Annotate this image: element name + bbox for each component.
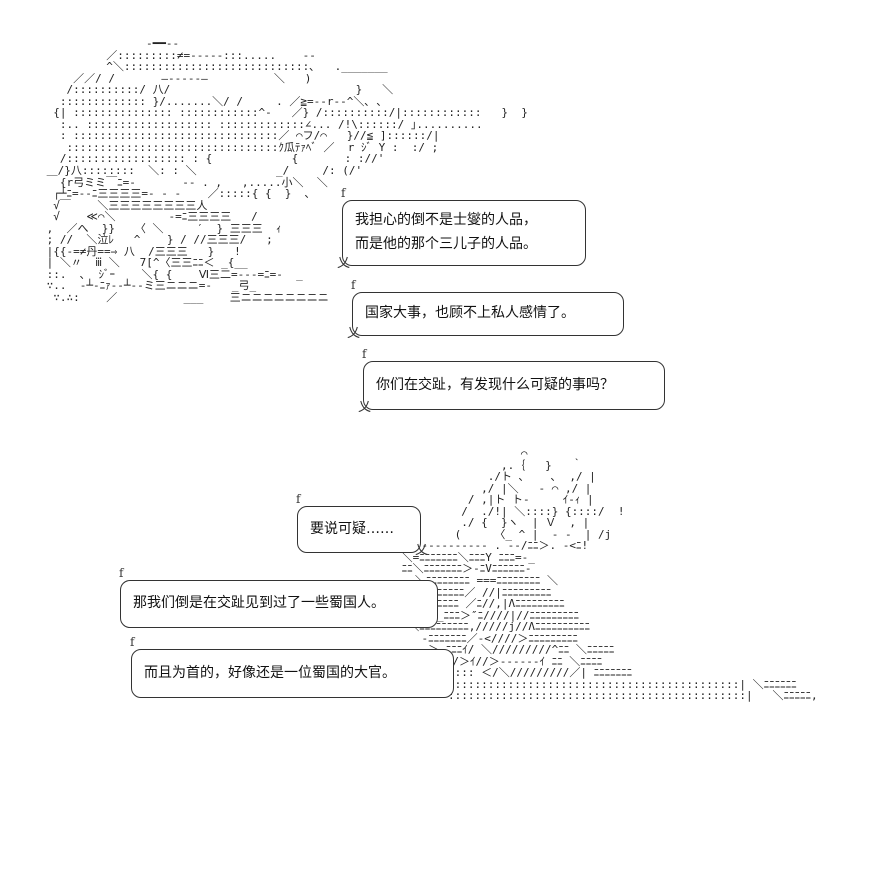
bubble-line: 要说可疑…… — [310, 520, 394, 537]
bubble-line: 而且为首的，好像还是一位蜀国的大官。 — [144, 664, 396, 681]
bubble-tail-mark: 乂 — [358, 399, 372, 415]
bubble-line: 你们在交趾，有发现什么可疑的事吗？ — [376, 376, 614, 393]
bubble-corner-mark: f — [362, 347, 367, 361]
ascii-art-robed-figure: ⌒ ,.｛ } ｀ ./ト ､ ､ ,/ | ,/ |＼ ‐ ⌒ ,/ | / … — [401, 447, 818, 703]
bubble-line: 国家大事，也顾不上私人感情了。 — [365, 305, 575, 322]
speech-bubble-5: f 那我们倒是在交趾见到过了一些蜀国人。 — [119, 566, 438, 628]
speech-bubble-2: f 国家大事，也顾不上私人感情了。 乂 — [347, 278, 624, 341]
bubble-line: 而是他的那个三儿子的人品。 — [355, 236, 537, 252]
bubble-corner-mark: f — [130, 635, 135, 649]
speech-bubble-3: f 你们在交趾，有发现什么可疑的事吗？ 乂 — [358, 347, 665, 415]
ascii-art-seated-figure: ‐━━‐‐ ／:::::::::≠=‐‐‐‐‐:::..... ‐‐ ^＼:::… — [46, 37, 528, 305]
bubble-corner-mark: f — [296, 492, 301, 506]
bubble-tail-mark: 乂 — [337, 255, 351, 271]
bubble-line: 那我们倒是在交趾见到过了一些蜀国人。 — [133, 595, 385, 612]
bubble-corner-mark: f — [119, 566, 124, 580]
bubble-tail-mark: 乂 — [347, 325, 361, 341]
speech-bubble-6: f 而且为首的，好像还是一位蜀国的大官。 — [130, 635, 454, 698]
bubble-line: 我担心的倒不是士燮的人品， — [355, 212, 537, 229]
bubble-corner-mark: f — [341, 186, 346, 200]
bubble-corner-mark: f — [351, 278, 356, 292]
speech-bubble-1: f 我担心的倒不是士燮的人品， 而是他的那个三儿子的人品。 乂 — [337, 186, 586, 271]
bubble-tail-mark: 乂 — [414, 542, 428, 558]
speech-bubble-4: f 要说可疑…… 乂 — [296, 492, 428, 558]
